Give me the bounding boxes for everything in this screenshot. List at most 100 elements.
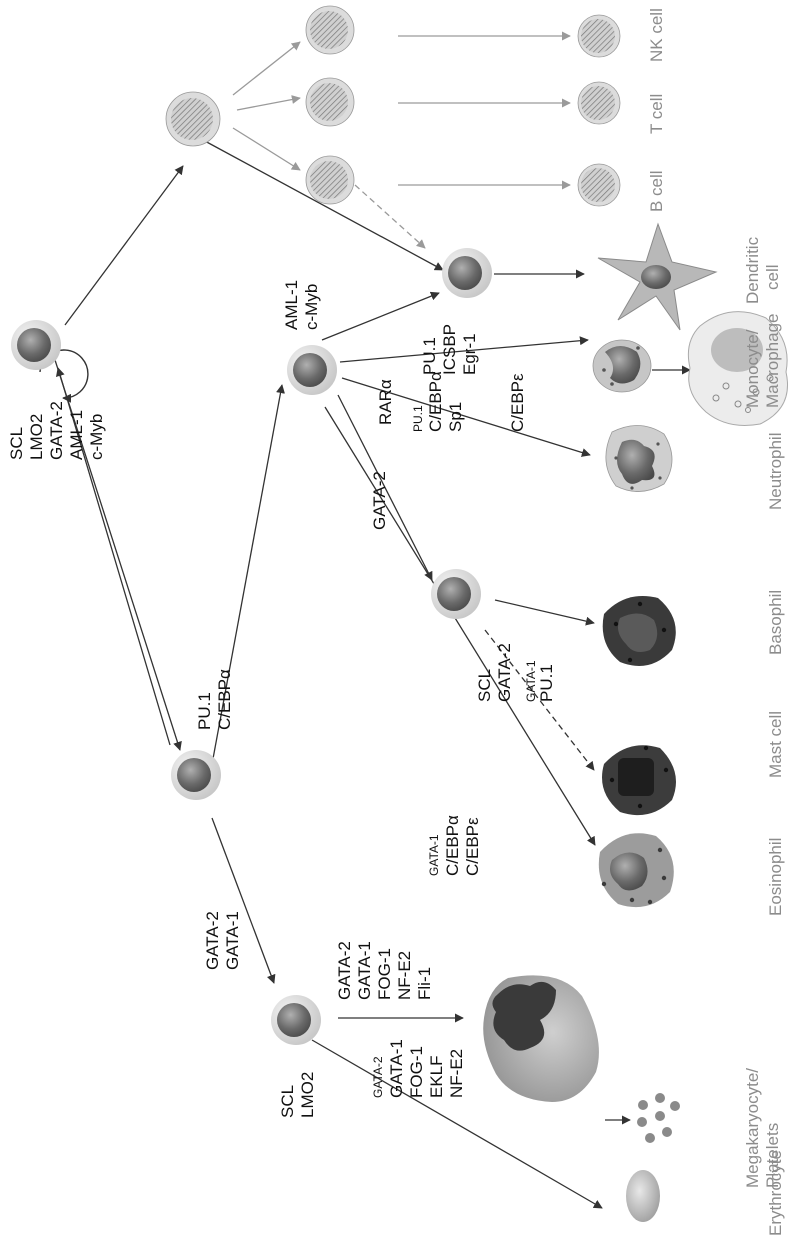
cell-dendritic-precursor [442, 248, 492, 298]
svg-text:Megakaryocyte/ Platelets: Megakaryocyte/ Platelets [743, 1063, 782, 1188]
factor-labels: SCL LMO2 GATA-2 AML-1 c-Myb PU.1 C/EBPα … [7, 275, 556, 1118]
arrow-gmp-to-neut [341, 377, 591, 457]
arrow-gmp-to-mastbaso [337, 394, 433, 581]
arrow-cmp-to-mep [211, 817, 276, 984]
cell-labels: Erythrocyte Megakaryocyte/ Platelets Eos… [647, 8, 785, 1236]
factor-label: PU.1 [537, 664, 556, 702]
factor-label: NF-E2 [447, 1049, 466, 1098]
arrow-lymphoid-to-b [232, 127, 301, 171]
factor-label: FOG-1 [407, 1046, 426, 1098]
factor-label: AML-1 [282, 280, 301, 330]
factor-label: C/EBPα [443, 815, 462, 876]
factors-monocyte: PU.1 ICSBP Egr-1 [420, 320, 479, 375]
factors-cmp: PU.1 C/EBPα [195, 669, 234, 730]
factor-label: GATA-1 [524, 660, 538, 702]
factors-gmp: AML-1 c-Myb [282, 275, 321, 330]
factors-mep: GATA-2 GATA-1 [203, 906, 242, 970]
arrow-precursor-to-basophil [494, 599, 595, 626]
factor-label: GATA-2 [335, 941, 354, 1000]
factor-label: c-Myb [87, 414, 106, 460]
factor-label: Fli-1 [415, 967, 434, 1000]
arrow-lymphoid-to-dendritic [202, 139, 444, 271]
svg-text:Dendritic cell: Dendritic cell [743, 232, 782, 304]
cell-megakaryocyte [483, 975, 599, 1102]
arrow-hsc-to-cmp [54, 359, 182, 751]
label-t-cell: T cell [647, 94, 666, 134]
factor-label: Egr-1 [460, 333, 479, 375]
factor-label: GATA-2 [495, 643, 514, 702]
factor-label: FOG-1 [375, 948, 394, 1000]
label-erythrocyte: Erythrocyte [766, 1150, 785, 1236]
factor-label: C/EBPε [463, 817, 482, 876]
cell-neutrophil [605, 425, 673, 492]
factor-label: PU.1 [195, 692, 214, 730]
mature-cells [483, 14, 788, 1222]
arrow-gmp-to-mono [339, 336, 589, 363]
factors-mast: SCL GATA-2 GATA-1 PU.1 [475, 643, 556, 702]
cell-b [577, 163, 621, 207]
arrow-gmp-to-dendritic [321, 291, 440, 341]
cell-mast-baso-precursor [431, 569, 481, 619]
factor-label: GATA-1 [427, 834, 441, 876]
arrow-cmp-to-gmp [209, 384, 285, 776]
factors-neutrophil: RARα PU.1 C/EBPα Sp1 C/EBPε [376, 366, 527, 432]
factors-mast-baso-precursor: GATA-2 [370, 471, 389, 530]
factor-label: LMO2 [298, 1072, 317, 1118]
arrow-cmp-to-hsc [55, 367, 171, 746]
svg-text:Monocyte/ Macrophage: Monocyte/ Macrophage [743, 313, 782, 408]
cell-eosinophil [598, 833, 674, 908]
cell-nk-precursor [305, 5, 355, 55]
cell-dendritic [597, 222, 718, 331]
arrow-lymphoid-to-nk [232, 41, 301, 96]
cell-mep [271, 995, 321, 1045]
factors-eosinophil: GATA-1 C/EBPα C/EBPε [427, 810, 482, 876]
label-mast-cell: Mast cell [766, 711, 785, 778]
label-nk-cell: NK cell [647, 8, 666, 62]
factors-megakaryocyte: GATA-2 GATA-1 FOG-1 NF-E2 Fli-1 [335, 936, 434, 1000]
label-platelets: Platelets [763, 1123, 782, 1188]
platelets [637, 1093, 680, 1143]
cell-lymphoid-progenitor [165, 91, 221, 147]
factors-hsc: SCL LMO2 GATA-2 AML-1 c-Myb [7, 396, 106, 460]
factor-label: ICSBP [440, 324, 459, 375]
arrow-mep-to-ery [311, 1039, 603, 1209]
factor-label: GATA-2 [47, 401, 66, 460]
arrow-gmp-to-eos [324, 406, 596, 846]
factor-label: AML-1 [67, 410, 86, 460]
cell-mast [602, 745, 676, 816]
factor-label: NF-E2 [395, 951, 414, 1000]
factors-mep-cell: SCL LMO2 [278, 1072, 317, 1118]
factor-label: GATA-2 [371, 1056, 385, 1098]
factor-label: LMO2 [27, 414, 46, 460]
factor-label: PU.1 [411, 405, 425, 432]
cell-t-precursor [305, 77, 355, 127]
cell-macrophage [687, 311, 788, 426]
cell-b-precursor [305, 155, 355, 205]
label-dendritic: Dendritic [743, 236, 762, 304]
arrow-b-to-dendritic [354, 184, 426, 249]
label-megakaryocyte: Megakaryocyte/ [743, 1068, 762, 1188]
cell-gmp [287, 345, 337, 395]
arrows [39, 31, 691, 1209]
label-macrophage: Macrophage [763, 313, 782, 408]
label-eosinophil: Eosinophil [766, 838, 785, 916]
cell-erythrocyte [626, 1170, 660, 1222]
arrow-hsc-to-lymphoid [64, 165, 184, 326]
cell-basophil [602, 596, 676, 666]
svg-text:C/EBPα C/EBPε: C/EBPα C/EBPε [443, 810, 482, 876]
factor-label: RARα [376, 379, 395, 425]
factor-label: c-Myb [302, 284, 321, 330]
cell-cmp [171, 750, 221, 800]
factor-label: GATA-1 [355, 941, 374, 1000]
cell-monocyte [592, 339, 652, 393]
factor-label: SCL [475, 669, 494, 702]
factor-label: GATA-1 [223, 911, 242, 970]
factors-erythrocyte: GATA-2 GATA-1 FOG-1 EKLF NF-E2 [371, 1034, 466, 1098]
svg-text:SCL GATA-2: SCL GATA-2 [475, 643, 514, 702]
factor-label: GATA-2 [203, 911, 222, 970]
svg-text:C/EBPα Sp1: C/EBPα Sp1 [426, 366, 465, 432]
factor-label: SCL [278, 1085, 297, 1118]
svg-text:GATA-1 FOG-1 E: GATA-1 FOG-1 EKLF NF-E2 [387, 1034, 466, 1098]
label-monocyte: Monocyte/ [743, 329, 762, 408]
